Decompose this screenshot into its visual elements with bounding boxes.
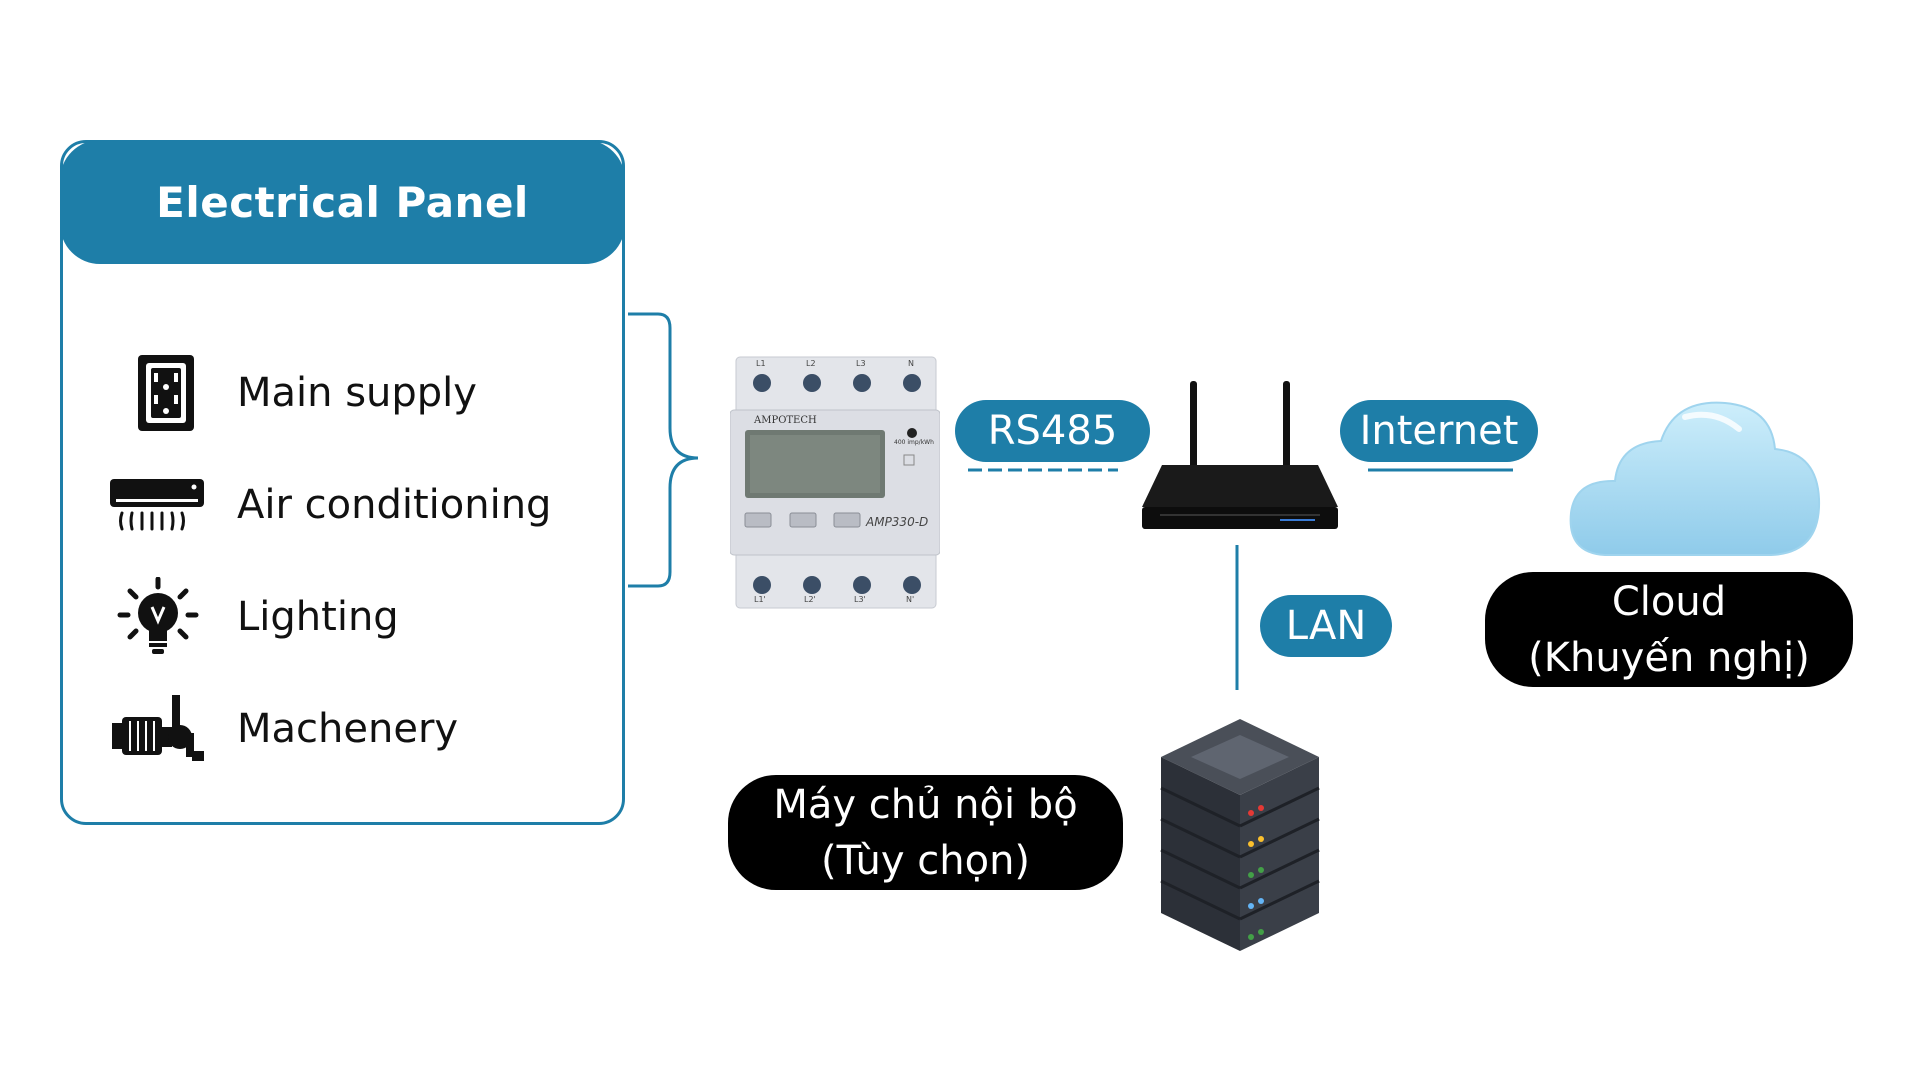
meter-terminal-label: L2	[806, 359, 816, 368]
rs485-dashed-line	[968, 468, 1118, 472]
meter-model: AMP330-D	[866, 515, 929, 529]
power-outlet-icon	[108, 353, 208, 433]
server-label-line2: (Tùy chọn)	[820, 837, 1031, 884]
panel-to-meter-bracket	[628, 312, 699, 588]
cloud-label-line2: (Khuyến nghị)	[1528, 634, 1810, 681]
meter-terminal-label: L3	[856, 359, 866, 368]
meter-terminal-label: L2'	[804, 595, 816, 604]
panel-item-label: Main supply	[237, 370, 477, 416]
server-icon	[1155, 715, 1325, 960]
meter-imp-text: 400 imp/kWh	[894, 439, 934, 446]
panel-title: Electrical Panel	[156, 177, 529, 227]
lan-text: LAN	[1285, 603, 1367, 649]
lan-line	[1235, 545, 1239, 690]
pump-motor-icon	[108, 689, 208, 769]
meter-terminal-label: L1'	[754, 595, 766, 604]
light-bulb-icon	[108, 577, 208, 657]
electrical-panel: Electrical Panel Main supply	[60, 140, 625, 825]
meter-terminal-label: L3'	[854, 595, 866, 604]
server-label: Máy chủ nội bộ (Tùy chọn)	[728, 775, 1123, 890]
internet-label: Internet	[1340, 400, 1538, 462]
internet-text: Internet	[1359, 408, 1519, 454]
energy-meter: AMPOTECH 400 imp/kWh AMP330-D L1 L2 L3 N…	[730, 355, 940, 610]
cloud-icon	[1565, 395, 1825, 565]
rs485-text: RS485	[987, 408, 1118, 454]
panel-item-machenery: Machenery	[63, 679, 623, 779]
panel-item-label: Lighting	[237, 594, 399, 640]
server-label-line1: Máy chủ nội bộ	[773, 781, 1078, 828]
panel-item-main-supply: Main supply	[63, 343, 623, 443]
meter-terminal-label: L1	[756, 359, 766, 368]
cloud-label-line1: Cloud	[1611, 578, 1727, 625]
rs485-label: RS485	[955, 400, 1150, 462]
panel-item-label: Machenery	[237, 706, 459, 752]
panel-header: Electrical Panel	[60, 140, 625, 264]
lan-label: LAN	[1260, 595, 1392, 657]
internet-line	[1368, 468, 1513, 472]
panel-item-label: Air conditioning	[237, 482, 552, 528]
panel-item-lighting: Lighting	[63, 567, 623, 667]
router-icon	[1140, 375, 1345, 535]
meter-terminal-label: N'	[906, 595, 915, 604]
panel-item-air-conditioning: Air conditioning	[63, 455, 623, 555]
air-conditioner-icon	[108, 465, 208, 545]
cloud-label: Cloud (Khuyến nghị)	[1485, 572, 1853, 687]
meter-terminal-label: N	[908, 359, 914, 368]
meter-brand: AMPOTECH	[754, 415, 817, 426]
